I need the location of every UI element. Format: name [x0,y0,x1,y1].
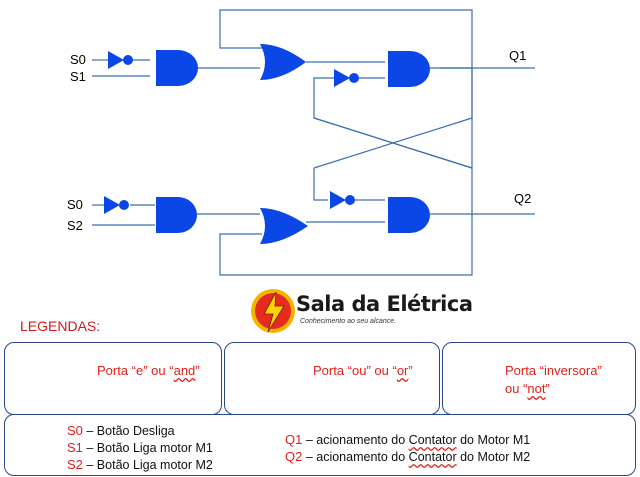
signal-s2-row: S2 – Botão Liga motor M2 [67,457,213,472]
bottom-input-and-gate [156,197,197,233]
legend-not-word: not [527,381,546,396]
bottom-s2-label: S2 [67,218,83,233]
signal-q1-code: Q1 [285,432,303,447]
legend-and-box: Porta “e” ou “and” [4,342,222,415]
legend-or-word: or [396,363,409,378]
legend-or-suffix: ” [408,363,413,378]
legend-and-prefix: Porta “e” ou “ [97,363,174,378]
legend-not-line2: ou “not” [505,381,550,396]
signal-s1-code: S1 [67,440,83,455]
signal-s0-code: S0 [67,423,83,438]
top-or-gate [260,44,306,80]
signal-q1-desc-b: do Motor M1 [456,433,531,447]
bottom-output-and-gate [388,197,430,233]
legend-or-prefix: Porta “ou” ou “ [313,363,397,378]
bottom-s0-label: S0 [67,197,83,212]
legend-or-box: Porta “ou” ou “or” [224,342,440,415]
legend-not-line1: Porta “inversora” [505,363,602,378]
top-s0-inverter [108,51,133,69]
signal-s2-desc: – Botão Liga motor M2 [82,458,213,472]
bottom-or-gate [260,208,308,244]
signal-s0-row: S0 – Botão Desliga [67,423,175,438]
bottom-s0-inverter [104,196,129,214]
signal-s0-desc: – Botão Desliga [82,424,175,438]
signal-q1-desc-underlined: Contator [408,433,457,447]
top-s0-label: S0 [70,52,86,67]
sala-da-eletrica-logo-icon [251,289,295,333]
legend-and-word: and [173,363,196,378]
legend-not-suffix: ” [545,381,550,396]
legend-and-text: Porta “e” ou “and” [97,363,200,378]
wires [92,9,535,276]
top-s1-label: S1 [70,69,86,84]
legend-not-box: Porta “inversora” ou “not” [442,342,636,415]
signal-q2-code: Q2 [285,449,303,464]
signal-q2-desc-b: do Motor M2 [456,450,531,464]
legend-title: LEGENDAS: [20,318,101,334]
signal-s1-desc: – Botão Liga motor M1 [82,441,213,455]
top-input-and-gate [156,50,198,86]
signal-q2-row: Q2 – acionamento do Contator do Motor M2 [285,449,530,464]
q2-output-label: Q2 [514,191,532,206]
legend-not-prefix: ou “ [505,381,528,396]
logo-name: Sala da Elétrica [296,292,473,316]
signal-q1-desc-a: – acionamento do [302,433,409,447]
signal-s1-row: S1 – Botão Liga motor M1 [67,440,213,455]
q1-output-label: Q1 [509,48,527,63]
top-output-and-gate [388,51,430,87]
legend-or-text: Porta “ou” ou “or” [313,363,413,378]
legend-and-suffix: ” [195,363,200,378]
legend-signals-box: S0 – Botão Desliga S1 – Botão Liga motor… [4,414,636,476]
signal-s2-code: S2 [67,457,83,472]
signal-q2-desc-a: – acionamento do [302,450,409,464]
signal-q1-row: Q1 – acionamento do Contator do Motor M1 [285,432,530,447]
bottom-feedback-inverter [330,191,355,209]
logo-tagline: Conhecimento ao seu alcance. [300,318,397,325]
top-feedback-inverter [334,69,359,87]
signal-q2-desc-underlined: Contator [408,450,457,464]
